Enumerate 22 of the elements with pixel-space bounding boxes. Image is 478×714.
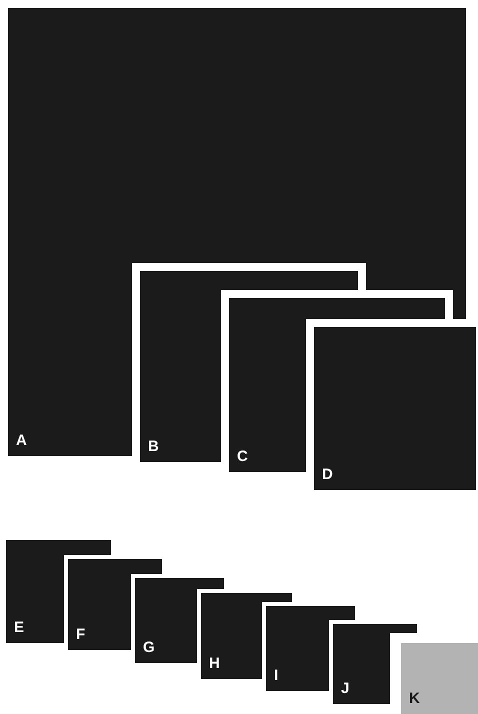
square-panel xyxy=(140,271,221,462)
square-panel xyxy=(229,298,306,472)
panel-letter: E xyxy=(14,620,24,635)
panel-letter: F xyxy=(76,627,86,642)
square-panel xyxy=(8,8,132,456)
panel-letter: H xyxy=(209,656,220,671)
square-panel xyxy=(201,593,262,679)
panel-letter: K xyxy=(409,691,420,706)
panel-letter: B xyxy=(148,439,159,454)
panel-letter: C xyxy=(237,449,248,464)
square-panel xyxy=(266,606,329,691)
panel-letter: I xyxy=(274,668,278,683)
square-panel xyxy=(6,540,64,643)
square-panel xyxy=(68,559,131,650)
square-panel xyxy=(333,624,390,704)
panel-letter: J xyxy=(341,681,350,696)
panel-letter: G xyxy=(143,640,155,655)
square-panel xyxy=(135,578,197,663)
panel-letter: D xyxy=(322,467,333,482)
square-panel xyxy=(401,643,478,714)
square-panel xyxy=(314,327,476,490)
panel-letter: A xyxy=(16,433,27,448)
